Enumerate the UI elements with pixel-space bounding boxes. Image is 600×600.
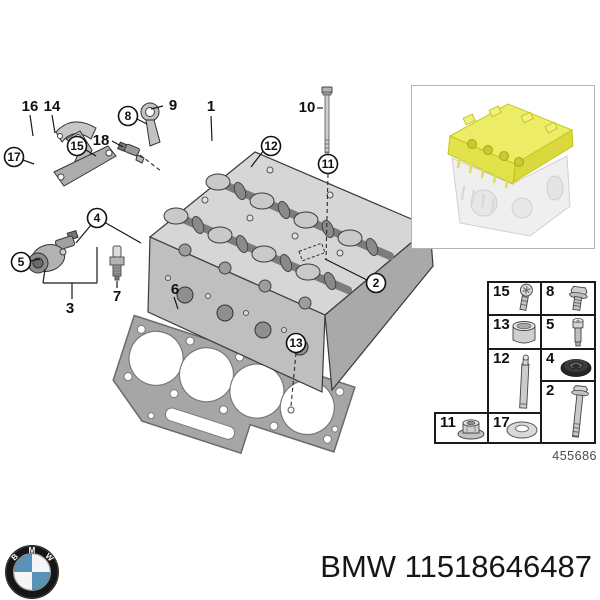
callout-1-label: 1 (207, 98, 215, 115)
legend-number: 17 (493, 414, 510, 431)
callout-1: 1 (207, 98, 215, 115)
spark-plug-drawing (109, 245, 125, 281)
legend-cell-8: 8 (540, 281, 596, 316)
callout-15: 15 (66, 135, 88, 157)
callout-14: 14 (44, 98, 61, 115)
legend-cell-17: 11 (434, 412, 489, 444)
hex-flange-bolt-icon (569, 285, 588, 311)
sensor-drawing (117, 141, 145, 164)
callout-6: 6 (171, 281, 179, 298)
callout-2-label: 2 (373, 276, 380, 290)
legend-cell-13: 13 (487, 314, 542, 350)
callout-11: 11 (317, 153, 339, 175)
callout-7-label: 7 (113, 288, 121, 305)
callout-8-label: 8 (125, 109, 132, 123)
bmw-logo: B M W (4, 544, 60, 600)
callout-3: 3 (66, 300, 74, 317)
torx-screw-icon (519, 283, 533, 311)
callout-8: 8 (117, 105, 139, 127)
dowel-pin-icon (519, 354, 530, 409)
long-head-bolt-icon (571, 385, 589, 438)
callout-13-label: 13 (289, 336, 303, 350)
leader-lines (22, 105, 368, 414)
callout-4: 4 (86, 207, 108, 229)
callout-5: 5 (10, 251, 32, 273)
legend-number: 12 (493, 350, 510, 367)
callout-7: 7 (113, 288, 121, 305)
eyelet-bracket-drawing (140, 102, 161, 147)
callout-13: 13 (285, 332, 307, 354)
callout-2: 2 (365, 272, 387, 294)
callout-3-label: 3 (66, 300, 74, 317)
legend-cell-11: 17 (487, 412, 542, 444)
drawing-number: 455686 (552, 449, 597, 463)
engine-location-svg (447, 103, 574, 237)
cylinder-head-screw-icon (572, 318, 584, 347)
exploded-view-svg: 16 14 9 1 10 18 3 7 6 17 15 8 12 11 (3, 86, 434, 455)
legend-number: 8 (546, 283, 555, 300)
legend-cell-12: 12 (487, 348, 542, 414)
logo-letter-m: M (29, 546, 36, 555)
legend-number: 5 (546, 316, 555, 333)
legend-number: 2 (546, 382, 555, 399)
callout-9-label: 9 (169, 97, 177, 114)
callout-9: 9 (169, 97, 177, 114)
legend-number: 15 (493, 283, 510, 300)
callout-10: 10 (299, 99, 316, 116)
callout-4-label: 4 (94, 211, 101, 225)
legend-cell-4: 4 (540, 348, 596, 382)
flange-nut-icon (457, 419, 485, 440)
legend-cell-15: 15 (487, 281, 542, 316)
callout-12: 12 (260, 135, 282, 157)
callout-12-label: 12 (264, 139, 278, 153)
callout-6-label: 6 (171, 281, 179, 298)
callout-15-label: 15 (70, 139, 84, 153)
callout-18-label: 18 (93, 132, 110, 149)
head-gasket-drawing (112, 314, 356, 455)
part-number-caption: BMW 11518646487 (320, 549, 592, 584)
bmw-roundel-icon: B M W (5, 545, 59, 599)
legend-number: 11 (440, 414, 456, 431)
callout-17-label: 17 (7, 150, 21, 164)
legend-number: 13 (493, 316, 510, 333)
washer-icon (506, 421, 538, 439)
callout-18: 18 (93, 132, 110, 149)
callout-11-label: 11 (322, 157, 335, 171)
callout-10-label: 10 (299, 99, 316, 116)
highlighted-cylinder-head (447, 103, 574, 189)
logo-letter-b: B (10, 552, 21, 563)
callout-5-label: 5 (18, 255, 25, 269)
head-bolt-drawing (321, 86, 333, 154)
solenoid-valve-drawing (27, 229, 79, 274)
legend-number: 4 (546, 350, 555, 367)
callout-14-label: 14 (44, 98, 61, 115)
callout-17: 17 (3, 146, 25, 168)
support-arm-drawing (53, 145, 117, 187)
sleeve-bushing-icon (512, 321, 536, 344)
seal-ring-icon (560, 359, 592, 377)
callout-16-label: 16 (22, 98, 39, 115)
callout-16: 16 (22, 98, 39, 115)
legend-cell-2: 2 (540, 380, 596, 444)
engine-location-inset (411, 85, 595, 249)
legend-cell-5: 5 (540, 314, 596, 350)
